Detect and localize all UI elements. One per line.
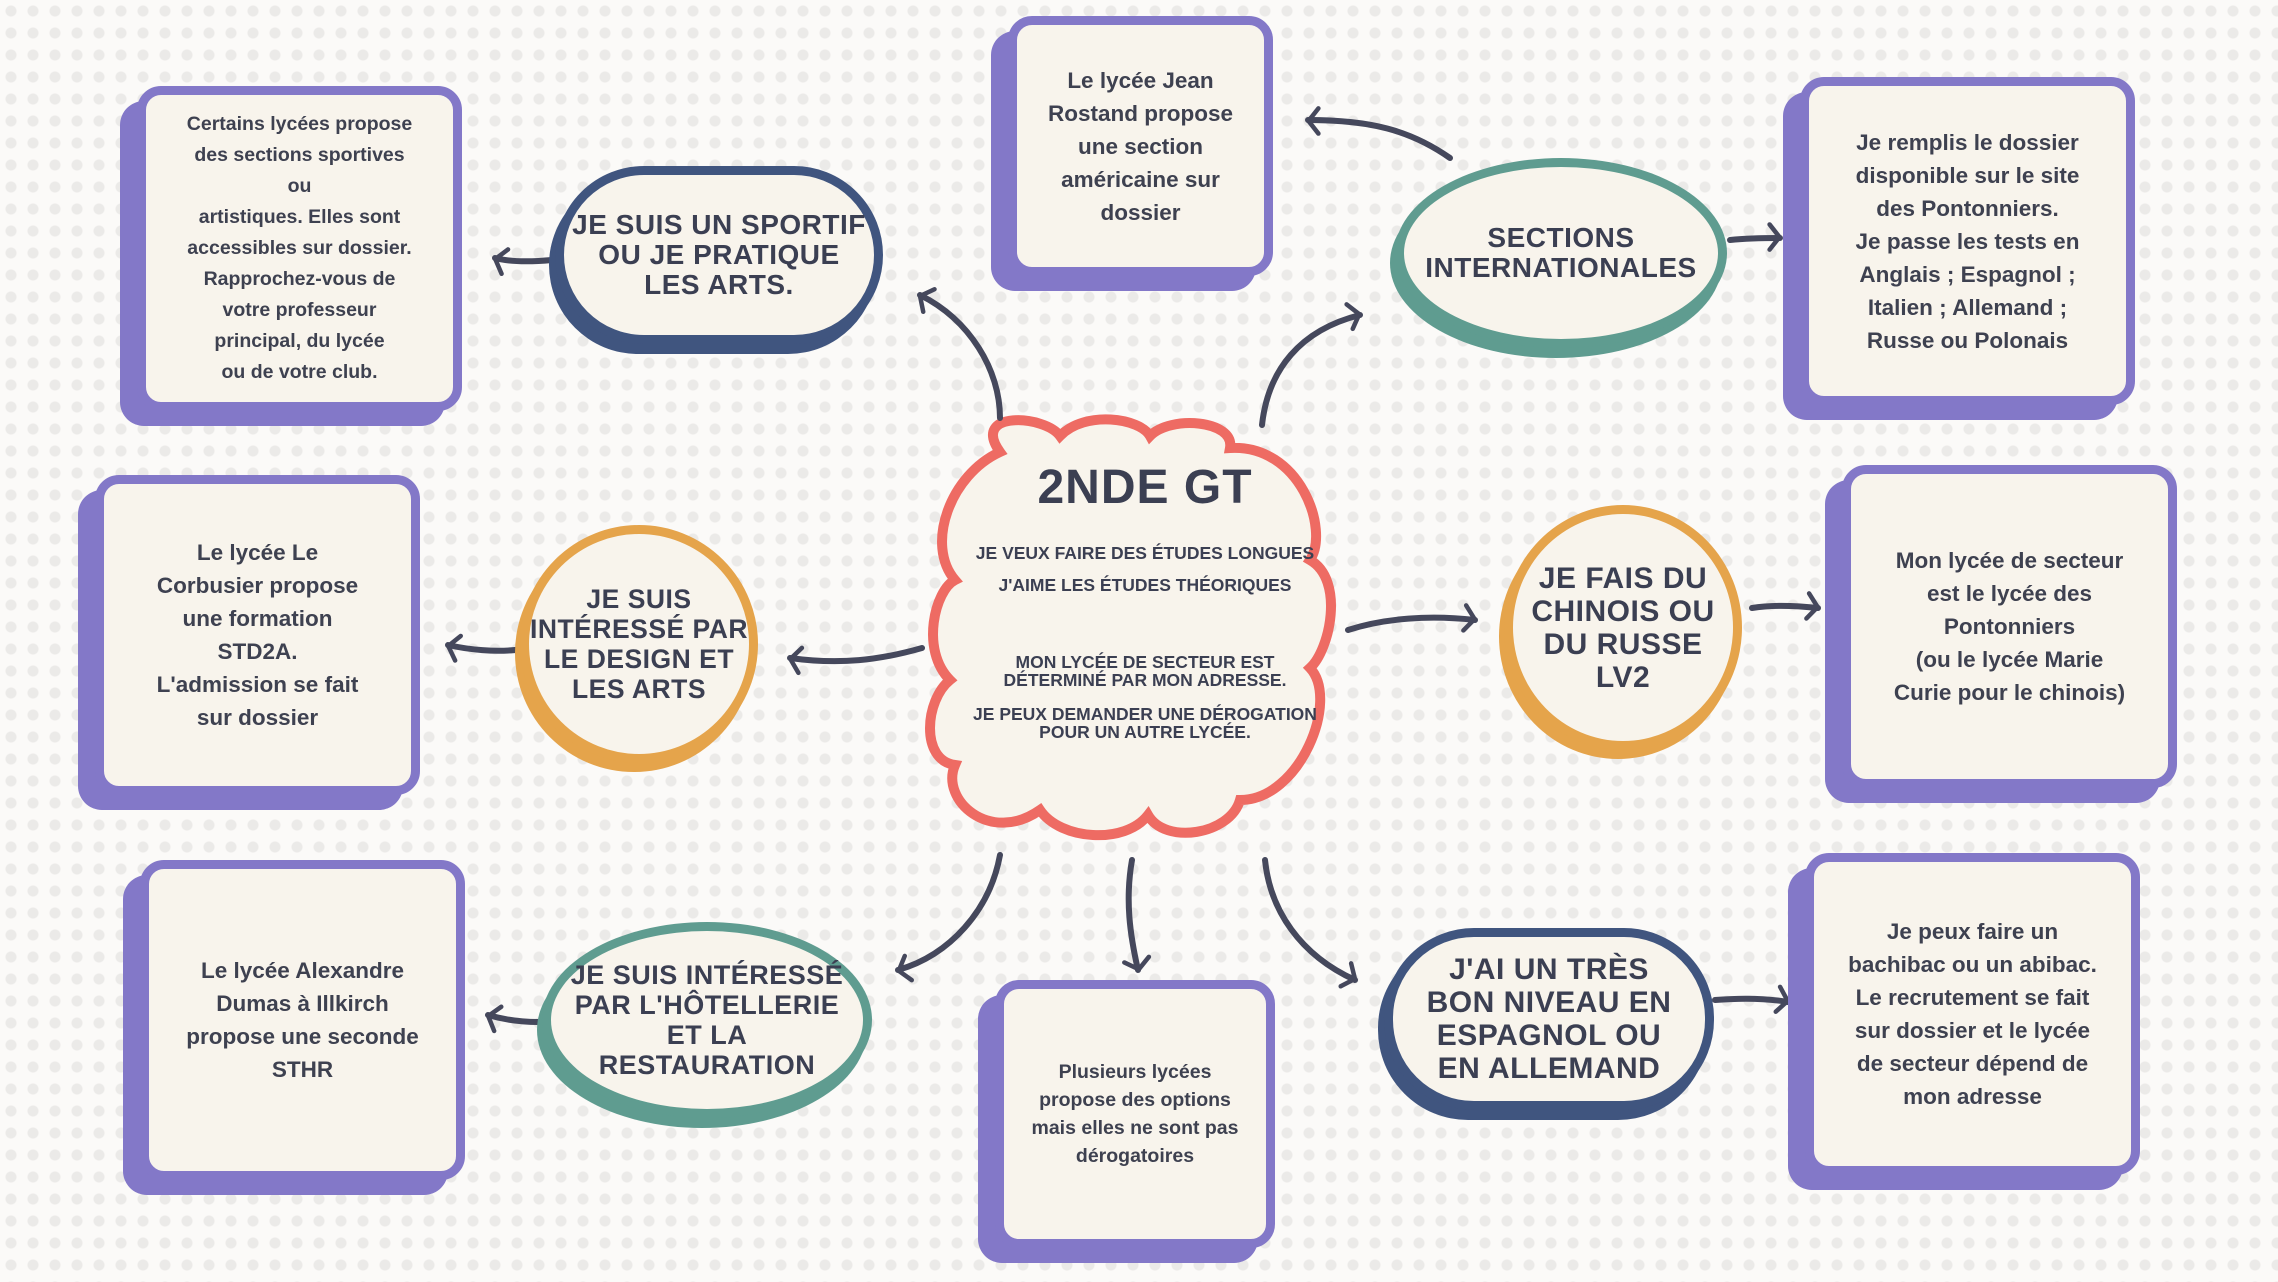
arrow-center-to-options: [1122, 857, 1152, 973]
center-line-1: JE VEUX FAIRE DES ÉTUDES LONGUES: [975, 543, 1315, 563]
box-sportives-text: Certains lycées propose des sections spo…: [186, 113, 413, 383]
box-lycee-secteur: Mon lycée de secteur est le lycée des Po…: [1842, 465, 2177, 788]
box-le-corbusier: Le lycée Le Corbusier propose une format…: [95, 475, 420, 795]
bubble-sportif: JE SUIS UN SPORTIF OU JE PRATIQUE LES AR…: [555, 166, 883, 344]
box-bachibac-text: Je peux faire un bachibac ou un abibac. …: [1848, 919, 2097, 1109]
center-node: 2NDE GT JE VEUX FAIRE DES ÉTUDES LONGUES…: [950, 460, 1340, 741]
arrow-center-to-espagnol: [1262, 857, 1358, 989]
arrow-espagnol-to-bachibac: [1712, 984, 1791, 1014]
bubble-chinois: JE FAIS DU CHINOIS OU DU RUSSE LV2: [1504, 505, 1742, 750]
center-cloud-shape: [925, 414, 1336, 840]
bubble-sections-internationales: SECTIONS INTERNATIONALES: [1395, 158, 1727, 348]
arrow-center-to-sportif: [917, 286, 1003, 421]
box-jean-rostand: Le lycée Jean Rostand propose une sectio…: [1008, 16, 1273, 276]
arrow-chinois-to-secteur: [1749, 591, 1821, 621]
bubble-design-label: JE SUIS INTÉRESSÉ PAR LE DESIGN ET LES A…: [529, 584, 749, 704]
arrow-center-to-hotellerie: [895, 852, 1003, 983]
bubble-sportif-label: JE SUIS UN SPORTIF OU JE PRATIQUE LES AR…: [572, 209, 866, 300]
box-sections-sportives: Certains lycées propose des sections spo…: [137, 86, 462, 411]
box-dossier-text: Je remplis le dossier disponible sur le …: [1855, 129, 2080, 353]
center-line-2: J'AIME LES ÉTUDES THÉORIQUES: [998, 575, 1292, 595]
arrow-center-to-chinois: [1345, 603, 1478, 633]
box-dossier-pontonniers: Je remplis le dossier disponible sur le …: [1800, 77, 2135, 405]
bubble-espagnol: J'AI UN TRÈS BON NIVEAU EN ESPAGNOL OU E…: [1384, 928, 1714, 1110]
box-secteur-text: Mon lycée de secteur est le lycée des Po…: [1893, 548, 2126, 705]
arrow-center-to-sections: [1259, 302, 1363, 428]
arrow-sections-to-dossier: [1727, 222, 1783, 252]
arrow-sportif-to-sportives: [492, 247, 555, 277]
box-bachibac: Je peux faire un bachibac ou un abibac. …: [1805, 853, 2140, 1175]
arrow-sections-to-rostand: [1305, 106, 1453, 161]
box-dumas-text: Le lycée Alexandre Dumas à Illkirch prop…: [186, 958, 419, 1082]
bubble-design: JE SUIS INTÉRESSÉ PAR LE DESIGN ET LES A…: [520, 525, 758, 763]
arrow-design-to-corbusier: [445, 633, 518, 663]
arrow-center-to-design: [787, 645, 925, 676]
center-title: 2NDE GT: [1037, 461, 1253, 514]
box-rostand-text: Le lycée Jean Rostand propose une sectio…: [1047, 67, 1233, 225]
bubble-espagnol-label: J'AI UN TRÈS BON NIVEAU EN ESPAGNOL OU E…: [1426, 953, 1672, 1085]
bubble-sections-label: SECTIONS INTERNATIONALES: [1425, 222, 1697, 283]
box-options-text: Plusieurs lycées propose des options mai…: [1031, 1061, 1239, 1167]
bubble-hotellerie-label: JE SUIS INTÉRESSÉ PAR L'HÔTELLERIE ET LA…: [570, 960, 844, 1080]
bubble-chinois-label: JE FAIS DU CHINOIS OU DU RUSSE LV2: [1531, 561, 1715, 694]
arrow-hotellerie-to-dumas: [485, 1004, 541, 1034]
bubble-hotellerie: JE SUIS INTÉRESSÉ PAR L'HÔTELLERIE ET LA…: [542, 922, 872, 1118]
box-corbusier-text: Le lycée Le Corbusier propose une format…: [156, 540, 359, 730]
box-options: Plusieurs lycées propose des options mai…: [995, 980, 1275, 1248]
box-alexandre-dumas: Le lycée Alexandre Dumas à Illkirch prop…: [140, 860, 465, 1180]
center-line-4: JE PEUX DEMANDER UNE DÉROGATION POUR UN …: [973, 704, 1317, 742]
center-line-3: MON LYCÉE DE SECTEUR EST DÉTERMINÉ PAR M…: [1003, 652, 1287, 690]
